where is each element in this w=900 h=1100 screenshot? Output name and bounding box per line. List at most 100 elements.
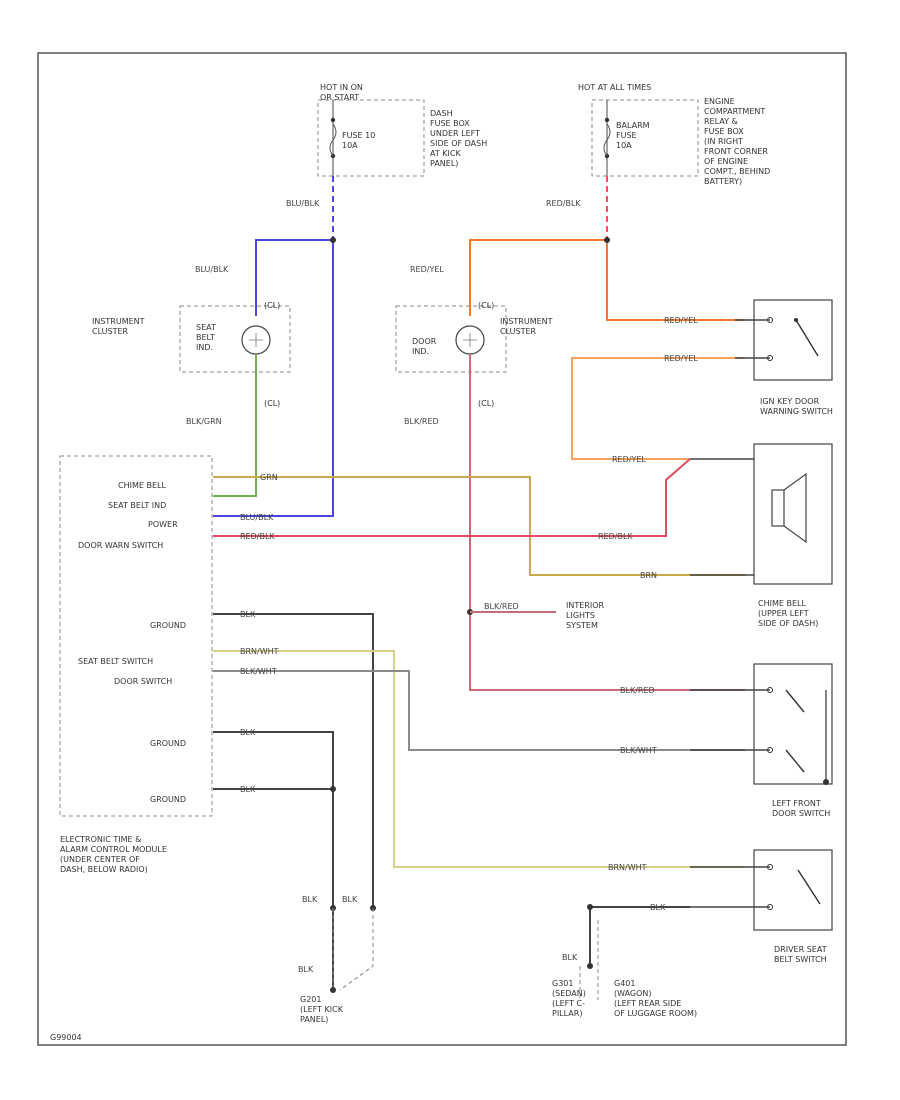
module-label: ELECTRONIC TIME &ALARM CONTROL MODULE(UN… bbox=[60, 835, 167, 874]
fuse-10-pin-top bbox=[330, 117, 336, 123]
wire-blk-ground-2 bbox=[213, 731, 334, 990]
wire-red-yel-loop bbox=[571, 357, 745, 460]
wire-blk-wht bbox=[213, 670, 745, 751]
splice-ground-3 bbox=[330, 786, 336, 792]
chime-bell-box bbox=[753, 443, 833, 585]
pin-label-ground-1: GROUND bbox=[150, 621, 186, 630]
wire-brn bbox=[213, 476, 745, 576]
diagram-border bbox=[37, 52, 847, 1046]
splice-red-yel bbox=[604, 237, 610, 243]
wire-blk-seat-ground bbox=[589, 906, 690, 966]
wire-blu-blk-top-label: BLU/BLK bbox=[286, 199, 320, 208]
pin-label-door-switch: DOOR SWITCH bbox=[114, 677, 172, 686]
pin-label-seat-belt-switch: SEAT BELT SWITCH bbox=[78, 657, 153, 666]
wire-blk-wht-label: BLK/WHT bbox=[240, 667, 277, 676]
left-front-door-switch-box bbox=[753, 663, 833, 785]
wire-red-yel-3-label: RED/YEL bbox=[664, 316, 698, 325]
wire-blk-w3-label: BLK bbox=[240, 785, 256, 794]
ground-sedan-label: G301(SEDAN)(LEFT C-PILLAR) bbox=[552, 979, 586, 1018]
wire-blu-blk-2-label: BLU/BLK bbox=[195, 265, 229, 274]
ign-key-switch-blade bbox=[795, 319, 819, 357]
pin-label-door-warn: DOOR WARN SWITCH bbox=[78, 541, 163, 550]
wire-red-yel-5-label: RED/YEL bbox=[612, 455, 646, 464]
seat-switch-blade bbox=[797, 869, 821, 905]
wire-blk-w1-label: BLK bbox=[240, 610, 256, 619]
door-switch-ground-point bbox=[823, 779, 829, 785]
seat-belt-ind-outline bbox=[179, 305, 291, 373]
wire-blk-w2-label: BLK bbox=[240, 728, 256, 737]
wire-blk-g3-label: BLK bbox=[298, 965, 314, 974]
pin-label-power: POWER bbox=[148, 520, 178, 529]
engine-fuse-symbol bbox=[603, 123, 611, 157]
wire-grn bbox=[213, 354, 257, 497]
wire-brn-wht-w2-label: BRN/WHT bbox=[608, 863, 647, 872]
pin-label-seat-belt-ind: SEAT BELT IND bbox=[108, 501, 166, 510]
chime-bell-speaker-body bbox=[771, 489, 785, 527]
engine-fuse-box-outline bbox=[591, 99, 699, 177]
wire-blk-g2-label: BLK bbox=[342, 895, 358, 904]
wire-red-blk-w2-label: RED/BLK bbox=[598, 532, 633, 541]
wire-blu-blk-to-cluster bbox=[255, 239, 333, 316]
conn-cl-1: (CL) bbox=[264, 301, 280, 310]
conn-cl-4: (CL) bbox=[478, 399, 494, 408]
wire-blk-ground-1 bbox=[213, 613, 374, 908]
pin-label-ground-3: GROUND bbox=[150, 795, 186, 804]
ground-left-dash-2 bbox=[339, 908, 374, 991]
wire-blk-red-w-label: BLK/RED bbox=[484, 602, 519, 611]
wire-blu-blk-main bbox=[213, 240, 334, 517]
wire-red-yel-4-label: RED/YEL bbox=[664, 354, 698, 363]
ign-key-switch-box bbox=[753, 299, 833, 381]
dash-fuse-box-outline bbox=[317, 99, 425, 177]
ground-sedan-wagon-point bbox=[587, 963, 593, 969]
wire-grn-label: GRN bbox=[260, 473, 278, 482]
engine-fuse-pin-top bbox=[604, 117, 610, 123]
wire-blu-blk-w-label: BLU/BLK bbox=[240, 513, 274, 522]
wire-blk-wht-w2-label: BLK/WHT bbox=[620, 746, 657, 755]
seat-belt-ind-filament bbox=[249, 333, 263, 347]
wire-red-yel-feed bbox=[469, 239, 607, 316]
wire-brn-label: BRN bbox=[640, 571, 657, 580]
conn-cl-2: (CL) bbox=[264, 399, 280, 408]
footer-code: G99004 bbox=[50, 1033, 82, 1042]
wire-red-blk-top-label: RED/BLK bbox=[546, 199, 581, 208]
wire-blk-red-label: BLK/RED bbox=[404, 417, 439, 426]
wire-red-yel-to-switch bbox=[606, 240, 745, 321]
conn-cl-3: (CL) bbox=[478, 301, 494, 310]
door-switch-blade-1 bbox=[785, 689, 805, 713]
splice-seat-ground bbox=[587, 904, 593, 910]
wire-red-blk-w-label: RED/BLK bbox=[240, 532, 275, 541]
pin-label-ground-2: GROUND bbox=[150, 739, 186, 748]
wire-blk-g1-label: BLK bbox=[302, 895, 318, 904]
door-ind-outline bbox=[395, 305, 507, 373]
hot-all-times-label: HOT AT ALL TIMES bbox=[578, 83, 651, 92]
wire-blk-grn-label: BLK/GRN bbox=[186, 417, 222, 426]
ign-key-switch-pivot bbox=[794, 318, 798, 322]
splice-blu-blk bbox=[330, 237, 336, 243]
ground-left-point bbox=[330, 987, 336, 993]
wire-blk-g4-label: BLK bbox=[562, 953, 578, 962]
fuse-10-symbol bbox=[329, 123, 337, 157]
pin-label-chime-bell: CHIME BELL bbox=[118, 481, 166, 490]
wire-blk-w4-label: BLK bbox=[650, 903, 666, 912]
module-outline bbox=[59, 455, 213, 817]
wire-blk-red bbox=[469, 354, 745, 691]
driver-seat-belt-switch-box bbox=[753, 849, 833, 931]
door-ind-filament bbox=[463, 333, 477, 347]
door-switch-blade-2 bbox=[785, 749, 805, 773]
